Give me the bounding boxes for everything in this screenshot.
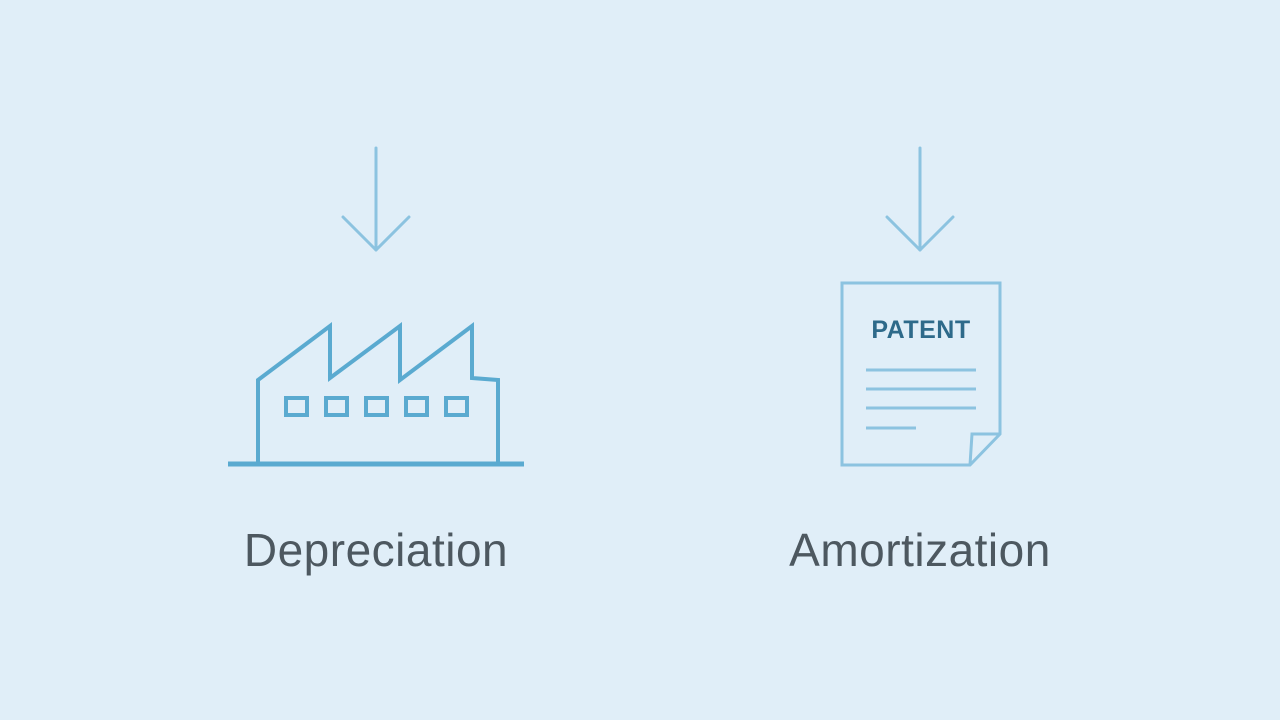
factory-window	[324, 396, 349, 417]
amortization-panel: PATENT Amortization	[750, 140, 1090, 600]
factory-window	[404, 396, 429, 417]
patent-document-icon: PATENT	[840, 281, 1002, 467]
down-arrow-icon	[885, 146, 955, 252]
down-arrow-icon	[341, 146, 411, 252]
factory-icon	[228, 322, 524, 467]
depreciation-panel: Depreciation	[206, 140, 546, 600]
factory-window	[364, 396, 389, 417]
patent-label: PATENT	[871, 316, 970, 344]
amortization-label: Amortization	[789, 524, 1051, 576]
depreciation-label: Depreciation	[243, 524, 509, 576]
factory-window	[284, 396, 309, 417]
factory-window	[444, 396, 469, 417]
